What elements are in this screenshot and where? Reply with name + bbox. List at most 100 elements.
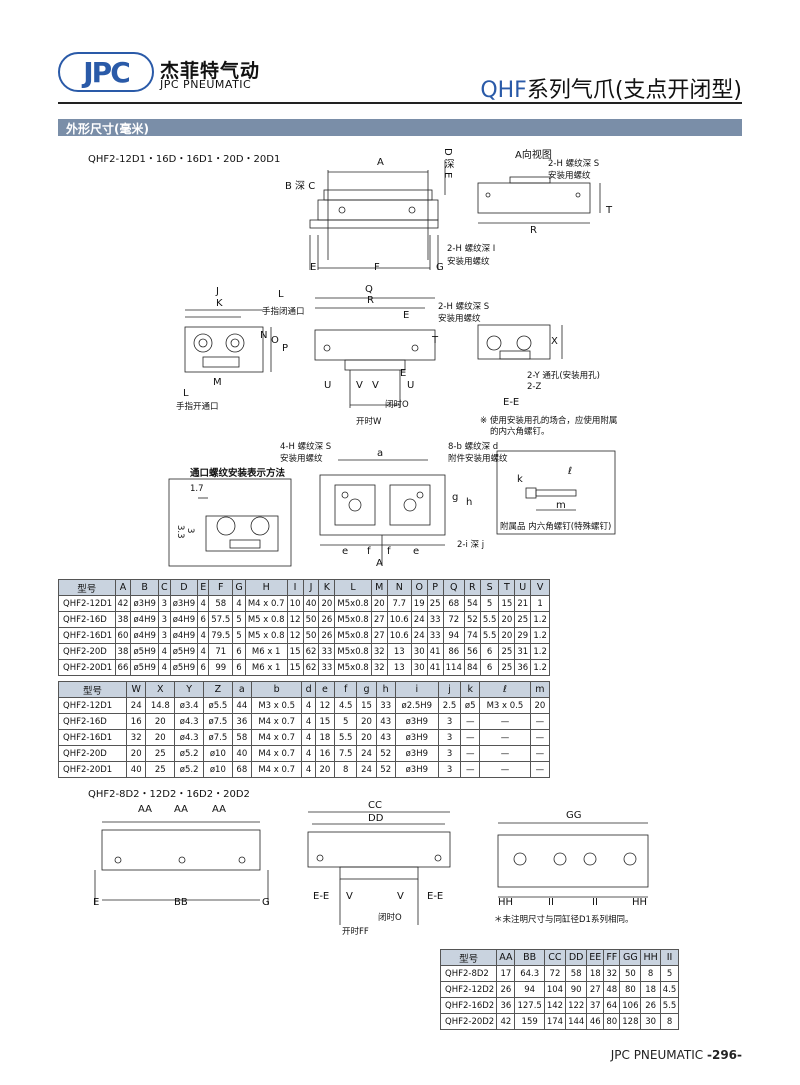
value-cell: 5 — [479, 595, 500, 612]
value-cell: 33 — [318, 643, 336, 660]
label-O-close-b: 闭时O — [378, 913, 402, 923]
table-header-cell: S — [479, 579, 500, 596]
table-header-cell: CC — [543, 949, 567, 966]
model-cell: QHF2-16D — [58, 611, 116, 628]
dim-CC: CC — [368, 800, 382, 811]
dim-e: e — [342, 546, 349, 557]
table-header-cell: Z — [203, 681, 233, 698]
dim-f: f — [367, 546, 371, 557]
dim-M: M — [213, 377, 222, 388]
value-cell: 94 — [514, 981, 545, 998]
value-cell: 106 — [619, 997, 642, 1014]
table-header-cell: W — [126, 681, 147, 698]
model-cell: QHF2-20D2 — [439, 1013, 498, 1030]
value-cell: 80 — [603, 1013, 621, 1030]
table-header-cell: k — [460, 681, 481, 698]
value-cell: 72 — [442, 611, 465, 628]
value-cell: 43 — [375, 729, 396, 746]
dim-g: g — [452, 492, 459, 503]
value-cell: ø5H9 — [130, 659, 159, 676]
value-cell: 80 — [619, 981, 642, 998]
value-cell: 10 — [286, 595, 304, 612]
value-cell: 4 — [301, 761, 316, 778]
value-cell: 24 — [356, 745, 377, 762]
value-cell: 27 — [586, 981, 605, 998]
value-cell: 37 — [586, 997, 605, 1014]
value-cell: 128 — [619, 1013, 642, 1030]
table-header-cell: Q — [442, 579, 465, 596]
value-cell: 32 — [126, 729, 147, 746]
value-cell: 79.5 — [208, 627, 234, 644]
table-header-cell: f — [333, 681, 358, 698]
value-cell: 25 — [498, 643, 516, 660]
value-cell: ø4H9 — [169, 627, 199, 644]
value-cell: 33 — [426, 611, 444, 628]
bottom-view-drawing — [319, 459, 446, 565]
footer-brand: JPC PNEUMATIC — [610, 1048, 704, 1062]
value-cell: 15 — [498, 595, 516, 612]
value-cell: M5x0.8 — [334, 659, 372, 676]
value-cell: 94 — [442, 627, 465, 644]
value-cell: 5.5 — [479, 627, 500, 644]
value-cell: ø4H9 — [130, 627, 159, 644]
value-cell: 20 — [498, 611, 516, 628]
value-cell: ø5.2 — [174, 761, 205, 778]
value-cell: 25 — [498, 659, 516, 676]
table-header-cell: g — [356, 681, 377, 698]
value-cell: 20 — [145, 713, 176, 730]
table-header-cell: j — [437, 681, 462, 698]
value-cell: 17 — [496, 965, 516, 982]
value-cell: ø5H9 — [130, 643, 159, 660]
value-cell: 5.5 — [659, 997, 680, 1014]
d2-mid-drawing — [307, 811, 451, 925]
value-cell: 66 — [114, 659, 132, 676]
value-cell: 1.2 — [530, 627, 550, 644]
value-cell: 20 — [498, 627, 516, 644]
dim-3-3: 3.3 — [175, 525, 185, 539]
model-cell: QHF2-16D1 — [58, 627, 116, 644]
table-header-cell: F — [208, 579, 234, 596]
mid-front-drawing — [314, 297, 436, 408]
value-cell: 14.8 — [145, 697, 176, 714]
value-cell: 3 — [437, 713, 462, 730]
dim-U2: U — [407, 380, 415, 391]
value-cell: 20 — [314, 761, 335, 778]
value-cell: 6 — [479, 643, 500, 660]
table-header-cell: DD — [565, 949, 588, 966]
value-cell: 1.2 — [530, 611, 550, 628]
value-cell: 1 — [530, 595, 550, 612]
value-cell: ø3H9 — [169, 595, 199, 612]
table-header-cell: O — [410, 579, 428, 596]
label-mount-thread: 安装用螺纹 — [447, 257, 490, 267]
table-header-cell: BB — [514, 949, 545, 966]
dim-EE-1: E-E — [313, 891, 330, 902]
value-cell: 33 — [426, 627, 444, 644]
model-cell: QHF2-20D — [57, 745, 128, 762]
value-cell: ø4.3 — [174, 713, 205, 730]
table-header-cell: K — [318, 579, 336, 596]
dim-P: P — [282, 343, 289, 354]
value-cell: 26 — [318, 611, 336, 628]
value-cell: ø4H9 — [130, 611, 159, 628]
value-cell: 64.3 — [514, 965, 545, 982]
value-cell: ø3H9 — [130, 595, 159, 612]
value-cell: — — [529, 761, 551, 778]
value-cell: 44 — [231, 697, 252, 714]
table-header-cell: P — [426, 579, 444, 596]
value-cell: 41 — [426, 659, 444, 676]
value-cell: 21 — [514, 595, 532, 612]
value-cell: 20 — [356, 729, 377, 746]
value-cell: ø5.5 — [203, 697, 233, 714]
bottom-models-caption: QHF2-8D2・12D2・16D2・20D2 — [88, 789, 250, 800]
brand-name-en: JPC PNEUMATIC — [160, 78, 252, 91]
series-code: QHF — [480, 78, 527, 103]
note-mount-hole: ※ 使用安装用孔的场合，应使用附属 — [480, 416, 618, 426]
value-cell: 58 — [565, 965, 588, 982]
